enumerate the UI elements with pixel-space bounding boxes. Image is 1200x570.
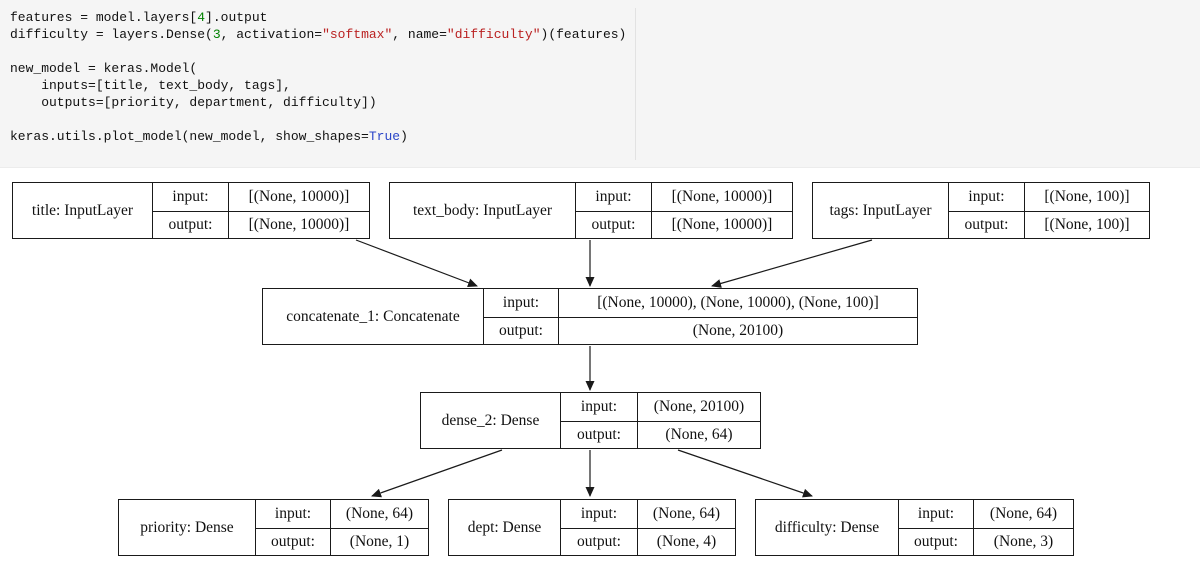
code-line-blank — [10, 111, 626, 128]
number-token: 3 — [212, 27, 221, 42]
layer-name: tags: InputLayer — [813, 183, 949, 238]
layer-name: difficulty: Dense — [756, 500, 899, 555]
output-label: output: — [561, 420, 638, 448]
cell-divider — [635, 8, 636, 160]
output-label: output: — [899, 527, 974, 555]
output-shape: (None, 3) — [974, 527, 1073, 556]
node-priority-dense: priority: Dense input: (None, 64) output… — [118, 499, 429, 556]
node-tags-inputlayer: tags: InputLayer input: [(None, 100)] ou… — [812, 182, 1150, 239]
input-label: input: — [949, 183, 1025, 211]
input-label: input: — [153, 183, 229, 211]
output-shape: [(None, 10000)] — [229, 210, 369, 239]
edge-title-to-concat — [355, 239, 478, 288]
output-label: output: — [153, 210, 229, 238]
input-shape: [(None, 100)] — [1044, 187, 1130, 205]
node-textbody-inputlayer: text_body: InputLayer input: [(None, 100… — [389, 182, 793, 239]
code-text: features = model.layers[ — [10, 10, 198, 25]
input-shape: (None, 20100) — [653, 397, 745, 415]
node-dept-dense: dept: Dense input: (None, 64) output: (N… — [448, 499, 736, 556]
code-line-blank — [10, 43, 626, 60]
layer-name: dept: Dense — [449, 500, 561, 555]
input-shape: [(None, 10000), (None, 10000), (None, 10… — [597, 293, 879, 311]
number-token: 4 — [197, 10, 206, 25]
edge-dense2-to-difficulty — [677, 449, 813, 498]
input-label: input: — [561, 500, 638, 528]
code-text: ].output — [205, 10, 268, 25]
output-label: output: — [949, 210, 1025, 238]
code-line: outputs=[priority, department, difficult… — [10, 95, 377, 110]
code-line: features = model.layers[4].output — [10, 9, 626, 26]
output-label: output: — [576, 210, 652, 238]
input-label: input: — [576, 183, 652, 211]
layer-name: title: InputLayer — [13, 183, 153, 238]
output-shape: [(None, 100)] — [1025, 210, 1149, 239]
edge-dense2-to-priority — [371, 449, 503, 498]
input-label: input: — [899, 500, 974, 528]
node-dense2: dense_2: Dense input: (None, 20100) outp… — [420, 392, 761, 449]
string-token: "softmax" — [322, 27, 393, 42]
output-label: output: — [256, 527, 331, 555]
output-shape: (None, 20100) — [559, 316, 917, 345]
code-text: )(features) — [540, 27, 627, 42]
input-shape: (None, 64) — [989, 504, 1058, 522]
node-title-inputlayer: title: InputLayer input: [(None, 10000)]… — [12, 182, 370, 239]
code-line: difficulty = layers.Dense(3, activation=… — [10, 26, 626, 43]
output-label: output: — [484, 316, 559, 344]
code-text: difficulty = layers.Dense( — [10, 27, 213, 42]
input-shape: (None, 64) — [345, 504, 414, 522]
input-label: input: — [561, 393, 638, 421]
code-line: keras.utils.plot_model(new_model, show_s… — [10, 128, 626, 145]
layer-name: concatenate_1: Concatenate — [263, 289, 484, 344]
layer-name: priority: Dense — [119, 500, 256, 555]
output-shape: [(None, 10000)] — [652, 210, 792, 239]
code-line: inputs=[title, text_body, tags], — [10, 78, 291, 93]
code-text: keras.utils.plot_model(new_model, show_s… — [10, 129, 369, 144]
layer-name: dense_2: Dense — [421, 393, 561, 448]
node-difficulty-dense: difficulty: Dense input: (None, 64) outp… — [755, 499, 1074, 556]
string-token: "difficulty" — [446, 27, 541, 42]
input-shape: [(None, 10000)] — [248, 187, 350, 205]
input-shape: [(None, 10000)] — [671, 187, 773, 205]
layer-name: text_body: InputLayer — [390, 183, 576, 238]
edge-tags-to-concat — [711, 239, 873, 288]
output-shape: (None, 4) — [638, 527, 735, 556]
input-shape: (None, 64) — [652, 504, 721, 522]
input-label: input: — [484, 289, 559, 317]
output-shape: (None, 1) — [331, 527, 428, 556]
code-text: ) — [400, 129, 408, 144]
keyword-token: True — [368, 129, 401, 144]
output-shape: (None, 64) — [638, 420, 760, 449]
code-text: , activation= — [220, 27, 323, 42]
node-concatenate: concatenate_1: Concatenate input: [(None… — [262, 288, 918, 345]
input-label: input: — [256, 500, 331, 528]
code-text: , name= — [392, 27, 447, 42]
output-label: output: — [561, 527, 638, 555]
code-line: new_model = keras.Model( — [10, 61, 198, 76]
